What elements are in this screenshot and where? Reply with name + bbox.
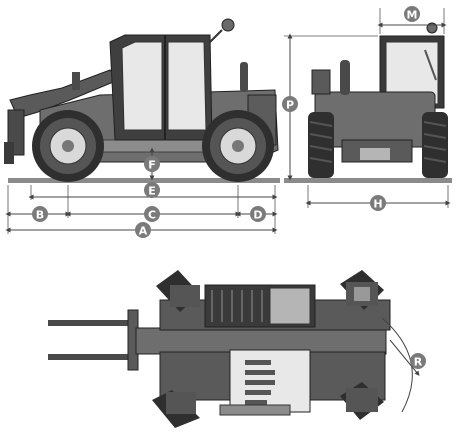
- label-m: M: [407, 9, 418, 22]
- side-boom: [4, 69, 119, 164]
- side-view: F E B C D A: [4, 18, 280, 238]
- dim-line-r: [389, 339, 420, 376]
- badge-p: P: [282, 96, 298, 112]
- side-front-wheel: [32, 110, 104, 182]
- badge-d: D: [250, 206, 266, 222]
- top-front-left-tyre: [156, 270, 200, 312]
- label-p: P: [286, 99, 294, 112]
- top-forks: [48, 309, 139, 371]
- side-extension-lines: [7, 185, 276, 234]
- label-r: R: [414, 356, 423, 369]
- ground-line-rear: [284, 178, 452, 183]
- badge-b: B: [32, 206, 48, 222]
- side-rear-wheel: [202, 110, 274, 182]
- side-cab: [109, 18, 235, 141]
- label-a: A: [139, 225, 148, 238]
- label-c: C: [148, 209, 156, 222]
- label-d: D: [253, 209, 262, 222]
- ground-line-side: [8, 178, 280, 183]
- top-rear-right-tyre: [340, 382, 384, 420]
- badge-e: E: [144, 182, 160, 198]
- rear-body: [311, 60, 436, 163]
- top-front-right-tyre: [152, 390, 200, 428]
- badge-r: R: [410, 353, 426, 369]
- badge-a: A: [135, 222, 151, 238]
- label-e: E: [148, 185, 156, 198]
- badge-h: H: [370, 195, 386, 211]
- rear-left-tyre: [308, 112, 334, 178]
- top-frame: [159, 284, 391, 416]
- label-h: H: [373, 198, 382, 211]
- rear-view: M P H: [282, 6, 452, 211]
- dim-arc-r: [381, 317, 413, 413]
- badge-c: C: [144, 206, 160, 222]
- badge-m: M: [404, 6, 420, 22]
- top-view: R: [48, 270, 426, 428]
- badge-f: F: [144, 156, 160, 172]
- top-rear-left-tyre: [340, 270, 384, 310]
- rear-right-tyre: [422, 112, 448, 178]
- label-f: F: [148, 159, 156, 172]
- label-b: B: [36, 209, 44, 222]
